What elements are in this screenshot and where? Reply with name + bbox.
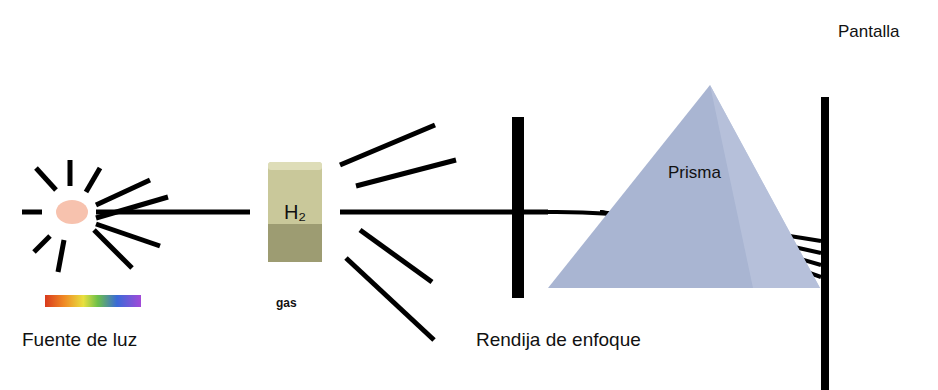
light-beam: [96, 210, 250, 215]
screen-label: Pantalla: [838, 22, 899, 42]
slit-label: Rendija de enfoque: [476, 329, 641, 351]
screen: [821, 97, 829, 390]
source-label: Fuente de luz: [22, 329, 137, 351]
node-label: H₂: [284, 201, 306, 224]
gas-tube: H₂: [268, 162, 322, 262]
focusing-slit: [512, 117, 524, 298]
prism-shape: [548, 85, 820, 288]
prism: Prisma: [548, 85, 820, 288]
light-rays: [22, 160, 168, 272]
light-source: [56, 200, 88, 224]
gas-label: gas: [276, 297, 297, 311]
light-beam: [340, 210, 548, 215]
node-label: Prisma: [668, 163, 721, 183]
scattered-rays: [340, 125, 456, 340]
spectrum-bar: [45, 295, 141, 307]
